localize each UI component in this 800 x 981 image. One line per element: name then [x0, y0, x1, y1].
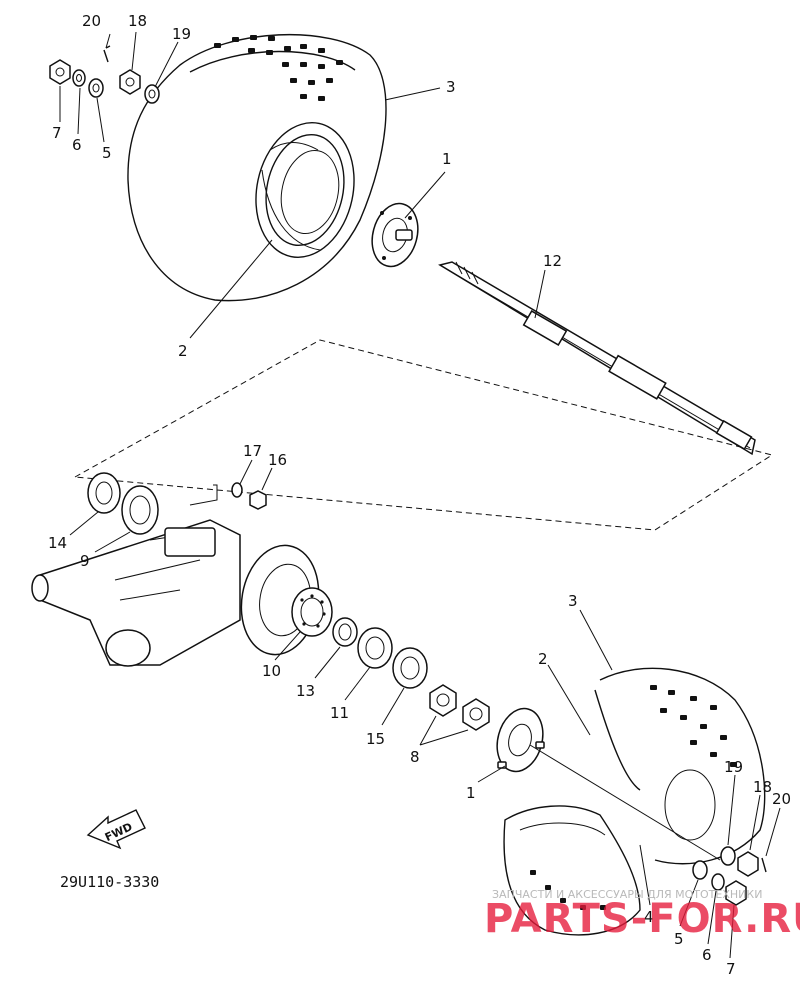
callout-bot-7: 7	[726, 960, 736, 978]
callout-bot-19: 19	[724, 758, 743, 776]
oil-seal-15	[392, 647, 428, 689]
callout-mid-15: 15	[366, 730, 385, 748]
tire-tread-bottom	[530, 685, 737, 910]
callout-mid-8: 8	[410, 748, 420, 766]
callout-bot-3: 3	[568, 592, 578, 610]
wheel-hub-bottom	[496, 707, 721, 861]
lock-washer-top	[72, 69, 86, 87]
callout-bot-4: 4	[644, 908, 654, 926]
assembly-outline	[73, 339, 774, 531]
spacer-13	[332, 617, 358, 647]
bolt-16	[249, 490, 267, 510]
tire-top	[127, 33, 387, 302]
castle-nut-top	[119, 69, 141, 95]
axle-nut-top	[49, 59, 71, 85]
bearing-9	[121, 485, 159, 535]
leader-lines	[59, 31, 781, 959]
callout-mid-10: 10	[262, 662, 281, 680]
callout-mid-14: 14	[48, 534, 67, 552]
diagram-code: 29U110-3330	[60, 873, 159, 891]
callout-labels: 20 18 19 3 7 6 5 1 12 2 17 16 14 9 10 13…	[48, 12, 791, 978]
callout-mid-9: 9	[80, 552, 90, 570]
bearing-10	[291, 587, 333, 637]
washer-17	[231, 482, 243, 498]
callout-top-1: 1	[442, 150, 452, 168]
callout-bot-18: 18	[753, 778, 772, 796]
plain-washer-top	[88, 78, 104, 98]
callout-bot-5: 5	[674, 930, 684, 948]
nuts-8	[429, 684, 490, 731]
callout-top-12: 12	[543, 252, 562, 270]
callout-bot-6: 6	[702, 946, 712, 964]
callout-top-7: 7	[52, 124, 62, 142]
bearing-11	[357, 627, 393, 669]
callout-mid-13: 13	[296, 682, 315, 700]
tire-tread-top	[214, 35, 343, 101]
watermark-caption: ЗАПЧАСТИ И АКСЕССУАРЫ ДЛЯ МОТОТЕХНИКИ	[492, 888, 762, 901]
callout-top-6: 6	[72, 136, 82, 154]
tire-bottom	[503, 667, 766, 936]
bolt-leader-lines	[189, 484, 218, 506]
callout-top-19: 19	[172, 25, 191, 43]
cotter-pin-top	[103, 45, 111, 63]
callout-mid-17: 17	[243, 442, 262, 460]
callout-mid-16: 16	[268, 451, 287, 469]
callout-bot-20: 20	[772, 790, 791, 808]
bottom-hardware	[692, 846, 767, 906]
callout-bot-2: 2	[538, 650, 548, 668]
wheel-hub-top	[371, 202, 419, 268]
callout-bot-1: 1	[466, 784, 476, 802]
callout-top-18: 18	[128, 12, 147, 30]
oil-seal-14	[87, 472, 121, 514]
callout-top-3: 3	[446, 78, 456, 96]
axle-housing	[31, 519, 241, 667]
watermark-brand: PARTS-FOR.RU	[484, 896, 800, 942]
callout-top-5: 5	[102, 144, 112, 162]
callout-mid-11: 11	[330, 704, 349, 722]
rear-axle-shaft	[438, 261, 756, 456]
callout-top-2: 2	[178, 342, 188, 360]
callout-top-20: 20	[82, 12, 101, 30]
washer-19-top	[144, 84, 160, 104]
forward-direction-arrow: FWD	[86, 809, 146, 850]
